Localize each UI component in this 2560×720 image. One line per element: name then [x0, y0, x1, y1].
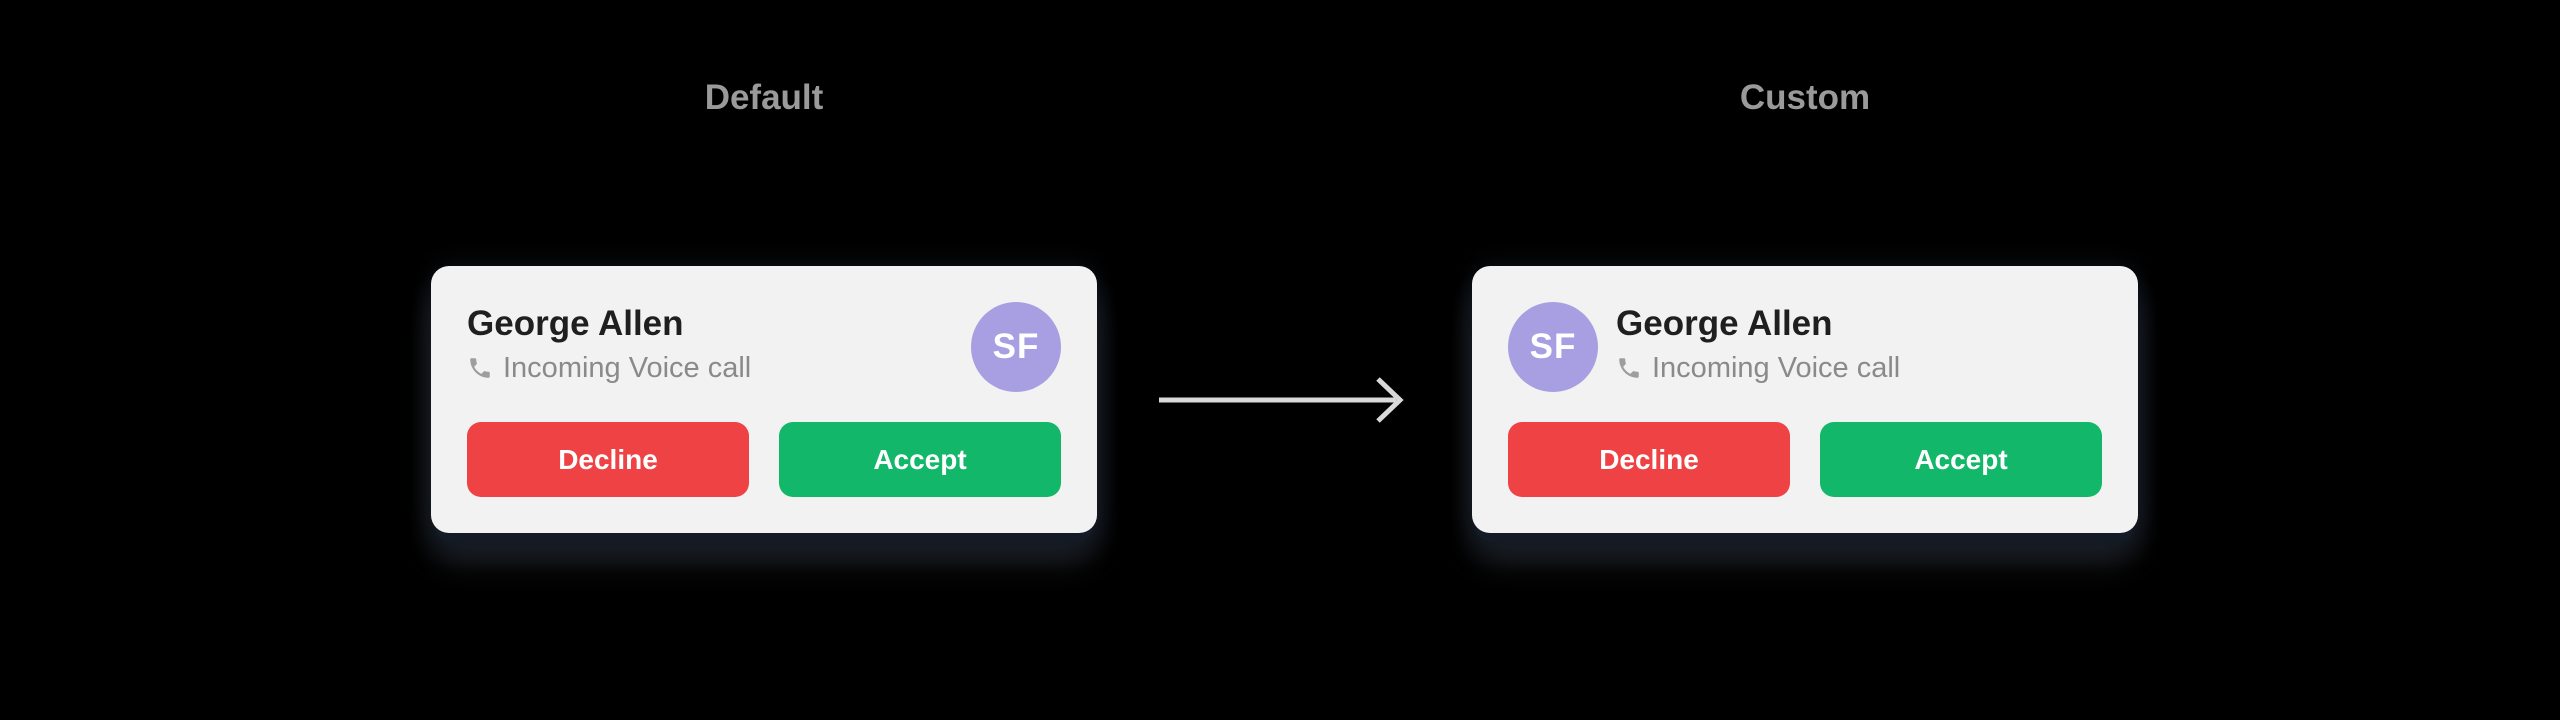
- caller-name: George Allen: [467, 304, 684, 343]
- call-type-label: Incoming Voice call: [1652, 352, 1901, 384]
- call-type-row: Incoming Voice call: [1616, 350, 1900, 386]
- phone-icon: [470, 358, 490, 378]
- right-arrow-icon: [1159, 377, 1404, 423]
- call-type-row: Incoming Voice call: [467, 350, 751, 386]
- decline-button[interactable]: Decline: [1508, 422, 1790, 497]
- caller-avatar: SF: [971, 302, 1061, 392]
- caller-info-row: SF George Allen Incoming Voice call: [1508, 302, 2102, 392]
- incoming-call-card-default: George Allen Incoming Voice call SF Decl…: [431, 266, 1097, 533]
- default-heading: Default: [704, 78, 824, 117]
- accept-button[interactable]: Accept: [1820, 422, 2102, 497]
- caller-text-block: George Allen Incoming Voice call: [1616, 302, 1900, 386]
- caller-name: George Allen: [1616, 304, 1833, 343]
- call-actions-row: Decline Accept: [1508, 422, 2102, 497]
- caller-info-row: George Allen Incoming Voice call SF: [467, 302, 1061, 392]
- avatar-initials: SF: [992, 327, 1040, 366]
- incoming-call-card-custom: SF George Allen Incoming Voice call Decl…: [1472, 266, 2138, 533]
- accept-button[interactable]: Accept: [779, 422, 1061, 497]
- call-actions-row: Decline Accept: [467, 422, 1061, 497]
- caller-avatar: SF: [1508, 302, 1598, 392]
- call-type-label: Incoming Voice call: [503, 352, 752, 384]
- avatar-initials: SF: [1529, 327, 1577, 366]
- caller-text-block: George Allen Incoming Voice call: [467, 302, 751, 386]
- decline-button[interactable]: Decline: [467, 422, 749, 497]
- phone-icon: [1619, 358, 1639, 378]
- custom-heading: Custom: [1739, 78, 1871, 117]
